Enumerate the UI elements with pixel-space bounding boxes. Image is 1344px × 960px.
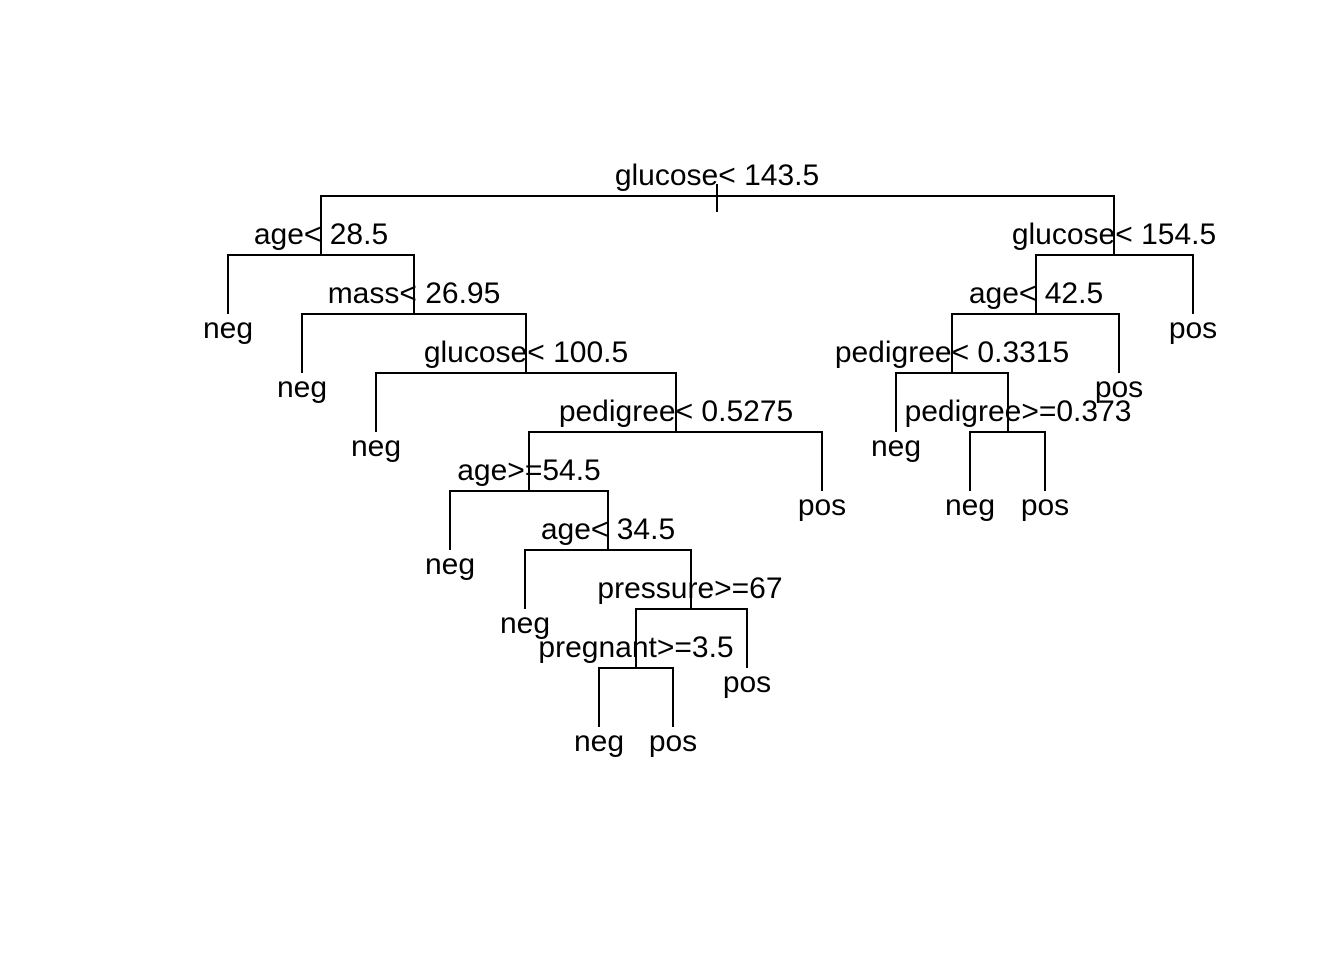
split-label-n1: glucose< 143.5 [615, 159, 819, 192]
branch-connector-n93 [524, 549, 692, 609]
leaf-label-n47: pos [798, 489, 846, 522]
split-label-n23: pedigree< 0.5275 [559, 395, 793, 428]
branch-connector-n3 [1035, 254, 1194, 314]
leaf-label-n186: neg [500, 607, 550, 640]
branch-connector-n187 [635, 608, 748, 668]
split-label-n187: pressure>=67 [597, 572, 782, 605]
split-label-n2: age< 28.5 [254, 218, 388, 251]
leaf-label-n51: pos [1021, 489, 1069, 522]
split-label-n6: age< 42.5 [969, 277, 1103, 310]
split-label-n46: age>=54.5 [457, 454, 600, 487]
branch-connector-n374 [598, 667, 674, 727]
branch-connector-n2 [227, 254, 415, 314]
leaf-label-n92: neg [425, 548, 475, 581]
split-label-n11: glucose< 100.5 [424, 336, 628, 369]
split-label-n93: age< 34.5 [541, 513, 675, 546]
leaf-label-n24: neg [871, 430, 921, 463]
branch-connector-n5 [301, 313, 527, 373]
leaf-label-n375: pos [723, 666, 771, 699]
branch-connector-n25 [969, 431, 1046, 491]
branch-connector-n12 [895, 372, 1009, 432]
tree-labels: glucose< 143.5 age< 28.5 glucose< 154.5 neg… [203, 159, 1217, 758]
branch-connector-n46 [449, 490, 609, 550]
split-label-n25: pedigree>=0.373 [905, 395, 1132, 428]
split-label-n3: glucose< 154.5 [1012, 218, 1216, 251]
split-label-n12: pedigree< 0.3315 [835, 336, 1069, 369]
split-label-n5: mass< 26.95 [328, 277, 501, 310]
split-label-n374: pregnant>=3.5 [538, 631, 733, 664]
leaf-label-n748: neg [574, 725, 624, 758]
branch-connector-n6 [951, 313, 1120, 373]
leaf-label-n50: neg [945, 489, 995, 522]
branch-connector-n23 [528, 431, 823, 491]
branch-connector-n1 [320, 195, 1115, 255]
leaf-label-n4: neg [203, 312, 253, 345]
leaf-label-n22: neg [351, 430, 401, 463]
leaf-label-n7: pos [1169, 312, 1217, 345]
branch-connector-n11 [375, 372, 677, 432]
leaf-label-n13: pos [1095, 371, 1143, 404]
leaf-label-n749: pos [649, 725, 697, 758]
tree-edges [227, 184, 1194, 727]
leaf-label-n10: neg [277, 371, 327, 404]
